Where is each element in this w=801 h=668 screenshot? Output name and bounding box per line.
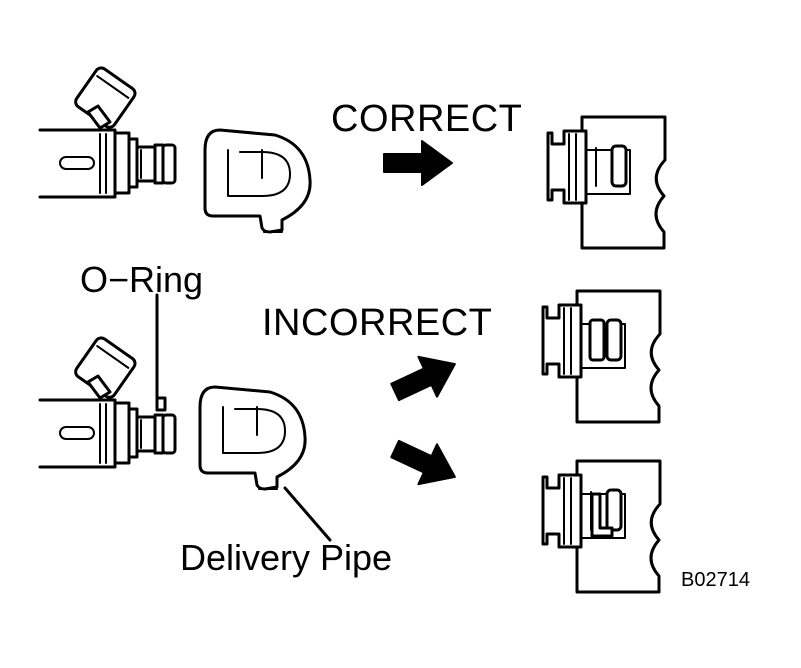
delivery-pipe-bottom bbox=[198, 385, 307, 491]
arrow-incorrect-upper bbox=[390, 355, 456, 402]
injector-bottom bbox=[38, 334, 177, 469]
delivery-pipe-label: Delivery Pipe bbox=[180, 537, 393, 578]
injector-top bbox=[38, 64, 177, 199]
assembly-correct bbox=[546, 115, 667, 250]
assembly-incorrect-upper bbox=[541, 289, 662, 424]
assembly-incorrect-lower bbox=[541, 459, 662, 594]
o-ring-label: O−Ring bbox=[80, 259, 204, 300]
incorrect-label: INCORRECT bbox=[262, 302, 493, 344]
delivery-pipe-top bbox=[203, 128, 312, 234]
o-ring-mark bbox=[155, 396, 167, 412]
figure-code: B02714 bbox=[681, 569, 750, 591]
arrow-incorrect-lower bbox=[390, 439, 456, 486]
correct-label: CORRECT bbox=[331, 98, 523, 140]
arrow-correct bbox=[383, 140, 453, 186]
delivery-pipe-leader-line bbox=[283, 486, 332, 542]
